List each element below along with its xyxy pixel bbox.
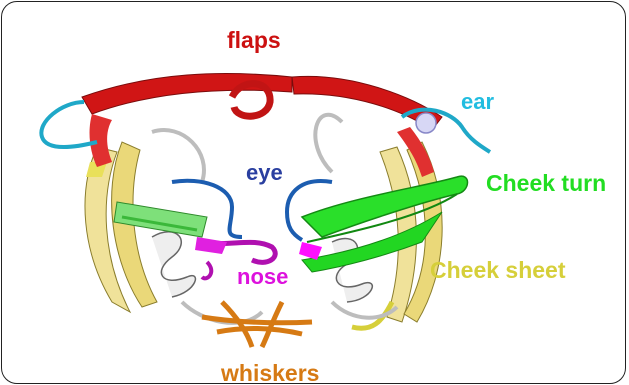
label-flaps: flaps	[227, 29, 281, 52]
helix-left	[152, 232, 195, 297]
label-cheek-sheet: Cheek sheet	[430, 259, 566, 282]
whiskers-strands	[202, 302, 312, 347]
label-cheek-turn: Cheek turn	[486, 172, 606, 195]
ear-marker-sphere	[416, 113, 436, 133]
label-whiskers: whiskers	[221, 362, 319, 384]
label-eye: eye	[246, 162, 283, 184]
label-nose: nose	[237, 266, 288, 288]
label-ear: ear	[461, 91, 494, 113]
